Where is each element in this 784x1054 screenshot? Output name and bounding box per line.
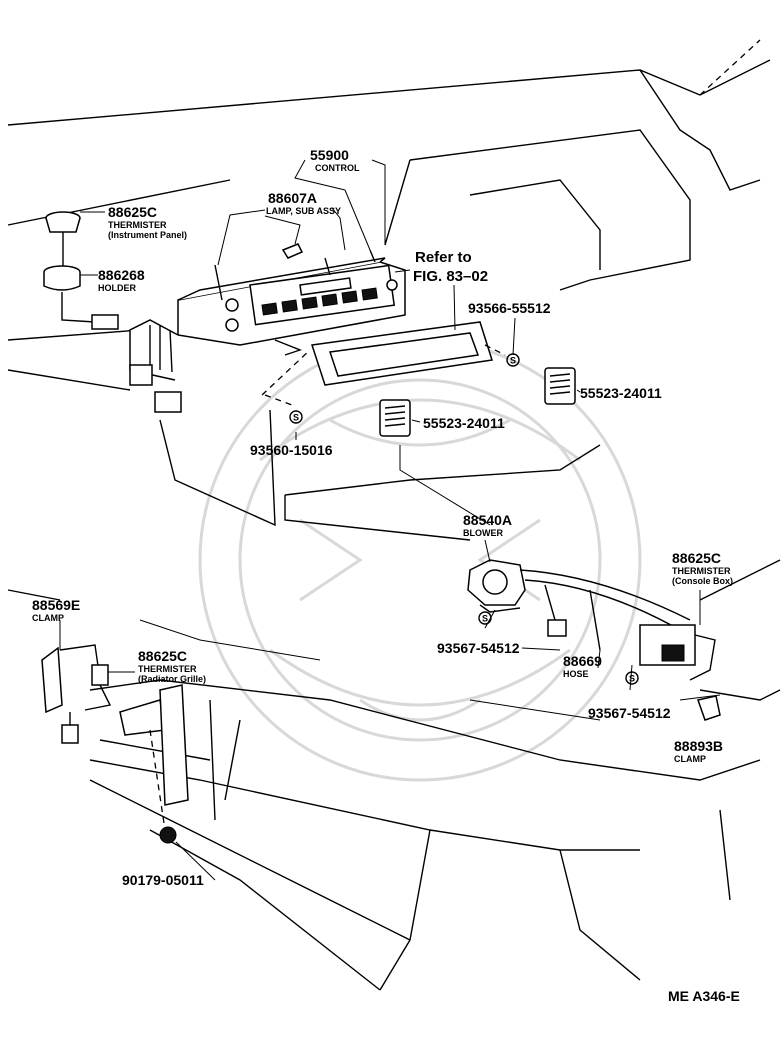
refer-figure: FIG. 83–02	[413, 268, 488, 285]
lamp-part-number: 88607A	[268, 190, 317, 206]
clamp-left-description: CLAMP	[32, 613, 64, 623]
screw-marker-9356754512-a: S	[478, 611, 492, 625]
screw-9356754512-a-label: 93567-54512	[437, 640, 520, 656]
hose-description: HOSE	[563, 669, 589, 679]
clamp-right-part	[697, 695, 721, 721]
nut-part-number: 90179-05011	[122, 872, 204, 888]
climate-control-head	[129, 249, 406, 413]
therm-console-part-number: 88625C	[672, 550, 721, 566]
knob-center	[379, 399, 411, 437]
therm-grille-description: THERMISTER	[138, 664, 197, 674]
svg-text:S: S	[629, 674, 635, 684]
thermister-console-box	[639, 624, 716, 681]
nut-part	[159, 826, 177, 844]
clamp-right-description: CLAMP	[674, 754, 706, 764]
figure-code: ME A346-E	[668, 988, 740, 1004]
hose-part-number: 88669	[563, 653, 602, 669]
svg-text:S: S	[482, 614, 488, 624]
knob-center-part-number: 55523-24011	[423, 415, 505, 431]
control-part-number: 55900	[310, 147, 349, 163]
control-description: CONTROL	[315, 163, 360, 173]
blower-description: BLOWER	[463, 528, 503, 538]
therm-grille-location: (Radiator Grille)	[138, 674, 206, 684]
hose-part	[519, 569, 691, 651]
therm-console-description: THERMISTER	[672, 566, 731, 576]
clamp-right-part-number: 88893B	[674, 738, 723, 754]
screw-marker-9356754512-b: S	[625, 671, 639, 685]
screw-marker-9356655512: S	[506, 353, 520, 367]
screw-9356655512-label: 93566-55512	[468, 300, 551, 316]
refer-to-line: Refer to	[415, 249, 472, 266]
therm-panel-part-number: 88625C	[108, 204, 157, 220]
holder-part-number: 886268	[98, 267, 145, 283]
therm-panel-location: (Instrument Panel)	[108, 230, 187, 240]
therm-console-location: (Console Box)	[672, 576, 733, 586]
thermister-instrument-panel	[45, 211, 81, 268]
holder-part	[43, 265, 119, 330]
leader-lines	[59, 159, 721, 881]
control-buttons	[261, 277, 378, 316]
knob-right	[544, 367, 576, 405]
screw-9356015016-label: 93560-15016	[250, 442, 333, 458]
svg-text:S: S	[510, 356, 516, 366]
vehicle-body-outline	[7, 39, 781, 991]
svg-text:S: S	[293, 413, 299, 423]
therm-grille-part-number: 88625C	[138, 648, 187, 664]
thermister-radiator-grille	[84, 664, 189, 831]
blower-motor	[467, 559, 526, 613]
blower-part-number: 88540A	[463, 512, 512, 528]
holder-description: HOLDER	[98, 283, 137, 293]
bezel-panel	[261, 321, 506, 406]
screw-marker-9356015016: S	[289, 410, 303, 424]
watermark-emblem	[198, 338, 642, 782]
lamp-bulb	[281, 243, 304, 259]
knob-right-part-number: 55523-24011	[580, 385, 662, 401]
therm-panel-description: THERMISTER	[108, 220, 167, 230]
lamp-description: LAMP, SUB ASSY	[266, 206, 341, 216]
clamp-left-part-number: 88569E	[32, 597, 80, 613]
screw-9356754512-b-label: 93567-54512	[588, 705, 671, 721]
clamp-left-part	[41, 644, 101, 744]
